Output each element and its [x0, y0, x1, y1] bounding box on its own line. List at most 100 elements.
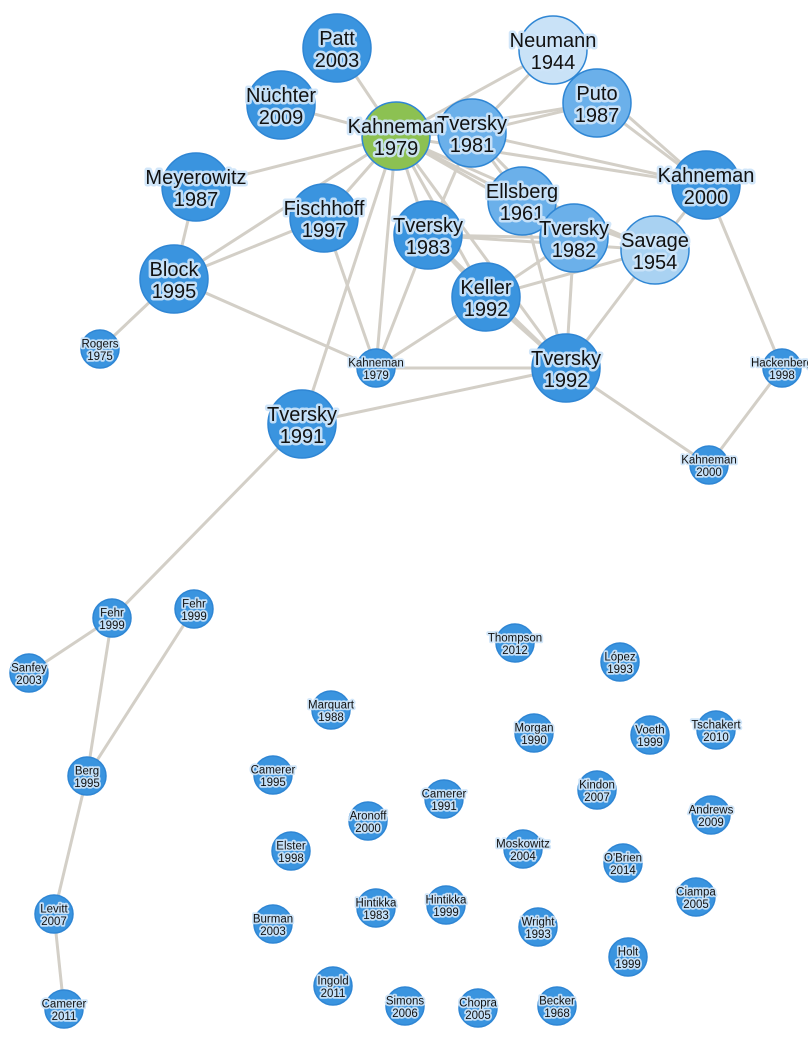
edge-tversky1992-tversky1991	[301, 366, 567, 426]
node-circle	[458, 988, 498, 1028]
edge-fehr1999a-berg1995	[85, 617, 114, 777]
node-circle	[80, 329, 120, 369]
node-circle	[9, 653, 49, 693]
node-circle	[562, 68, 632, 138]
node-circle	[600, 642, 640, 682]
node-circle	[691, 795, 731, 835]
node-year-label: 1992	[544, 370, 589, 392]
node-author-label: Savage	[621, 230, 689, 252]
node-author-label: Camerer	[251, 764, 296, 776]
node-author-label: Aronoff	[350, 810, 388, 822]
node-author-label: Elster	[276, 840, 306, 852]
node-author-label: Hintikka	[356, 897, 398, 909]
node-circle	[539, 203, 609, 273]
node-year-label: 2005	[683, 899, 709, 911]
node-author-label: Levitt	[40, 903, 68, 915]
node-author-label: Burman	[253, 913, 293, 925]
node-author-label: O'Brien	[604, 852, 642, 864]
node-author-label: Kindon	[579, 779, 615, 791]
edge-tversky1981-kahneman2000_big	[471, 131, 707, 187]
node-circle	[671, 150, 741, 220]
node-year-label: 1982	[552, 240, 597, 262]
node-circle	[495, 623, 535, 663]
node-circle	[577, 770, 617, 810]
node-circle	[356, 348, 396, 388]
node-circle	[34, 894, 74, 934]
node-year-label: 2000	[696, 467, 722, 479]
node-circle	[44, 989, 84, 1029]
node-circle	[424, 779, 464, 819]
edge-tversky1991-fehr1999a	[110, 422, 304, 620]
node-circle	[348, 801, 388, 841]
node-circle	[139, 244, 209, 314]
node-circle	[514, 713, 554, 753]
node-circle	[620, 215, 690, 285]
node-circle	[253, 904, 293, 944]
node-year-label: 2010	[703, 732, 729, 744]
node-year-label: 2003	[260, 926, 286, 938]
node-year-label: 1979	[374, 138, 419, 160]
node-circle	[161, 152, 231, 222]
node-year-label: 2011	[52, 1011, 77, 1023]
edge-tversky1991-kahneman1979_main	[300, 135, 398, 425]
node-author-label: Camerer	[42, 998, 87, 1010]
node-circle	[356, 888, 396, 928]
node-year-label: 2004	[510, 851, 536, 863]
node-author-label: Camerer	[422, 788, 467, 800]
node-year-label: 2000	[355, 823, 381, 835]
node-circle	[696, 710, 736, 750]
